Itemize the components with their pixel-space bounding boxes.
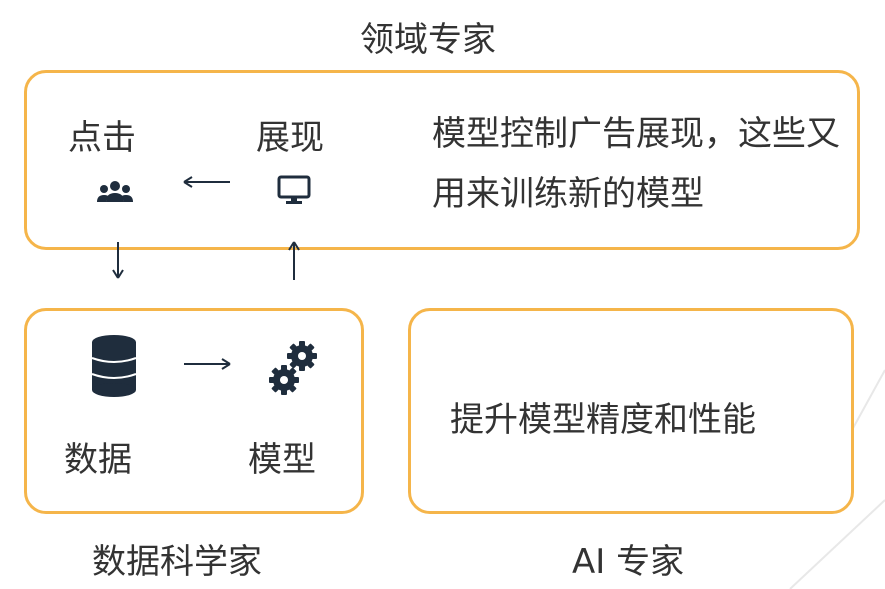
arrow-down (112, 242, 124, 279)
arrow-left (183, 176, 230, 188)
monitor-icon (277, 175, 311, 204)
domain-expert-box (24, 70, 860, 250)
ai-expert-caption: AI 专家 (572, 542, 685, 582)
database-icon (91, 335, 137, 397)
users-icon (97, 181, 133, 202)
ai-expert-box (408, 308, 854, 514)
ai-expert-text: 提升模型精度和性能 (450, 400, 756, 440)
gears-icon (269, 341, 317, 395)
data-scientist-box (24, 308, 364, 514)
data-scientist-caption: 数据科学家 (92, 542, 262, 582)
model-label: 模型 (248, 440, 316, 480)
click-label: 点击 (68, 118, 136, 158)
data-label: 数据 (64, 440, 132, 480)
domain-expert-title: 领域专家 (360, 20, 496, 60)
arrow-up (288, 241, 300, 280)
arrow-right (184, 358, 231, 370)
domain-description: 模型控制广告展现，这些又用来训练新的模型 (432, 104, 852, 224)
impression-label: 展现 (256, 118, 324, 158)
description-text: 模型控制广告展现，这些又用来训练新的模型 (432, 114, 840, 214)
